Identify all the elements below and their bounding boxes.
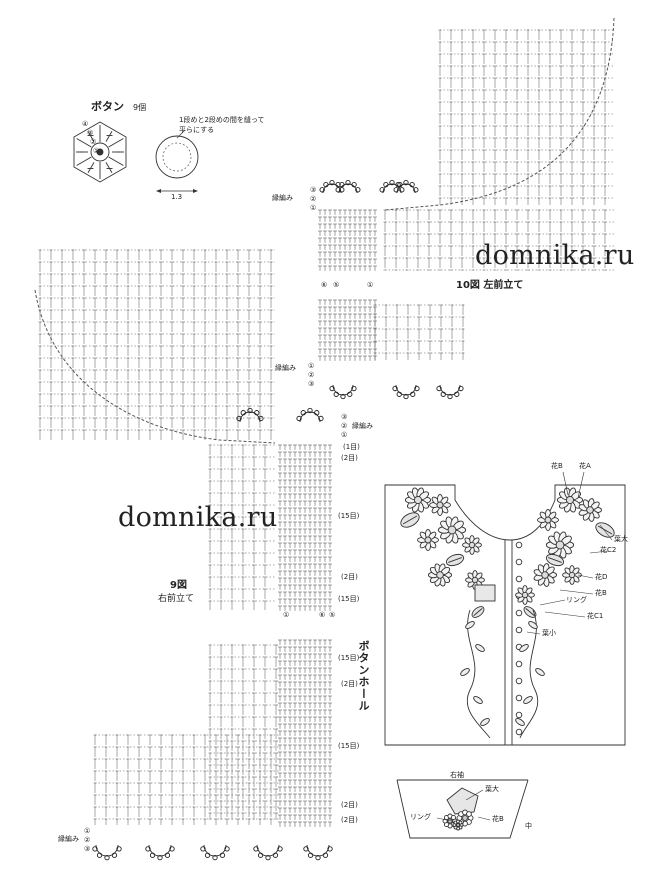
- right-neckline-curve: [34, 289, 276, 444]
- right-front-bottom-mark-3: ③: [84, 845, 91, 853]
- right-front-top-mark-2: ②: [341, 422, 348, 430]
- right-front-col-mark-6: ⑥: [319, 611, 326, 619]
- sleeve-label-ring: リング: [410, 813, 431, 821]
- row-count-8: (15目): [338, 742, 360, 750]
- label-leaf-small: 葉小: [542, 629, 556, 637]
- left-front-edge-label-top: 縁編み: [272, 194, 293, 202]
- watermark-bottom: domnika.ru: [118, 502, 278, 533]
- left-front-edge-label-bottom: 縁編み: [275, 364, 296, 372]
- button-note-line1: 1段めと2段めの間を縫って: [179, 116, 265, 124]
- row-count-4: (2目): [341, 573, 358, 581]
- left-front-bottom-mark-2: ②: [308, 371, 315, 379]
- left-front-top-mark-2: ②: [310, 195, 317, 203]
- buttonhole-label: ボタンホール: [357, 640, 370, 712]
- right-front-col-mark-1: ①: [283, 611, 290, 619]
- sleeve-label-flower-b: 花B: [492, 815, 504, 823]
- row-count-6: (15目): [338, 654, 360, 662]
- left-front-top-mark-1: ①: [310, 204, 317, 212]
- label-leaders: [436, 471, 613, 822]
- sleeve-diagram: [396, 779, 529, 839]
- right-front-bottom-mark-2: ②: [84, 836, 91, 844]
- button-row-mark-2: ②: [90, 138, 97, 146]
- right-front-bottom-mark-1: ①: [84, 827, 91, 835]
- left-front-top-mark-3: ③: [310, 186, 317, 194]
- left-front-col-mark-1: ①: [367, 281, 374, 289]
- button-flat-circle: [155, 129, 199, 193]
- left-front-bottom-mark-1: ①: [308, 362, 315, 370]
- cardigan-placement-diagram: [384, 484, 626, 746]
- button-row-mark-1: ①: [93, 147, 100, 155]
- button-count: 9個: [133, 103, 147, 112]
- right-front-col-mark-5: ⑤: [329, 611, 336, 619]
- button-note-line2: 平らにする: [179, 126, 215, 134]
- right-front-title-num: 9図: [170, 580, 187, 591]
- right-front-chart: [38, 249, 332, 827]
- right-front-top-mark-3: ③: [341, 413, 348, 421]
- right-front-edge-label-top: 縁編み: [352, 422, 373, 430]
- button-motif: [73, 121, 127, 183]
- vine-motifs: [460, 609, 545, 739]
- left-neckline-curve: [384, 17, 615, 211]
- label-leaf-large: 葉大: [614, 535, 628, 543]
- right-front-edge-label-bottom: 縁編み: [58, 835, 79, 843]
- left-front-title: 10図 左前立て: [456, 280, 524, 291]
- sleeve-label-leaf: 葉大: [485, 785, 499, 793]
- button-size: 1.3: [171, 193, 183, 201]
- sleeve-title: 右袖: [450, 771, 464, 779]
- label-flower-b-1: 花B: [551, 462, 563, 470]
- row-count-3: (15目): [338, 512, 360, 520]
- label-flower-d: 花D: [595, 573, 608, 581]
- right-front-top-mark-1: ①: [341, 431, 348, 439]
- label-flower-c2: 花C2: [600, 546, 617, 554]
- flower-motifs: [400, 487, 615, 618]
- sleeve-center-mark: 中: [525, 822, 532, 830]
- watermark-top: domnika.ru: [475, 240, 635, 271]
- button-row-mark-3: ③: [87, 129, 94, 137]
- left-front-chart: [318, 29, 615, 361]
- button-title: ボタン: [91, 100, 124, 113]
- left-front-col-mark-6: ⑥: [321, 281, 328, 289]
- edging-scallops: [92, 179, 464, 861]
- label-flower-a: 花A: [579, 462, 591, 470]
- row-count-7: (2目): [341, 680, 358, 688]
- row-count-5: (15目): [338, 595, 360, 603]
- left-front-bottom-mark-3: ③: [308, 380, 315, 388]
- button-row-mark-4: ④: [82, 120, 89, 128]
- label-ring: リング: [566, 596, 587, 604]
- right-front-title-name: 右前立て: [158, 594, 195, 604]
- button-hexagon: [73, 121, 127, 183]
- row-count-9: (2目): [341, 801, 358, 809]
- row-count-10: (2目): [341, 816, 358, 824]
- row-count-1: (1目): [343, 443, 360, 451]
- label-flower-c1: 花C1: [587, 612, 604, 620]
- row-count-2: (2目): [341, 454, 358, 462]
- label-flower-b-2: 花B: [595, 589, 607, 597]
- left-front-col-mark-5: ⑤: [333, 281, 340, 289]
